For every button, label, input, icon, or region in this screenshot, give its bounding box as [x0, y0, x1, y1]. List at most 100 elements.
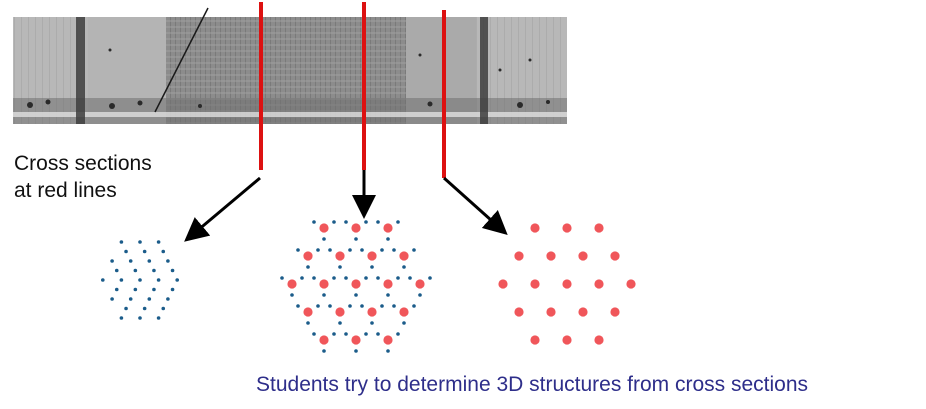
cross-section-caption: Cross sections at red lines [14, 150, 214, 204]
thin-filament-dot [408, 276, 412, 280]
thin-filament-dot [360, 304, 364, 308]
thin-filament-dot [370, 321, 374, 325]
thin-filament-dot [380, 304, 384, 308]
thin-filament-dot [322, 237, 326, 241]
thick-filament-dot [610, 251, 620, 261]
arrow-icon [442, 176, 508, 236]
thin-filament-dot [128, 259, 133, 263]
thin-filament-dot [338, 265, 342, 269]
thin-filament-dot [312, 220, 316, 224]
thin-filament-dot [316, 248, 320, 252]
thick-filament-dot [546, 251, 556, 261]
thin-filament-dot [344, 332, 348, 336]
thick-filament-dot [514, 307, 524, 317]
thin-filament-dot [147, 297, 152, 301]
thin-filament-dot [370, 265, 374, 269]
thick-filament-dot [514, 251, 524, 261]
thick-filament-dot [399, 251, 409, 261]
thick-filament-dot [594, 335, 604, 345]
cross-section-thin-filaments [101, 240, 179, 320]
thin-filament-dot [296, 304, 300, 308]
thin-filament-dot [296, 248, 300, 252]
thin-filament-dot [156, 240, 161, 244]
arrows [184, 170, 508, 242]
thick-filament-dot [367, 251, 377, 261]
thin-filament-dot [328, 248, 332, 252]
thick-filament-dot [383, 223, 393, 233]
thick-filament-dot [383, 335, 393, 345]
thin-filament-dot [328, 304, 332, 308]
thick-filament-dot [303, 307, 313, 317]
thick-filament-dot [351, 335, 361, 345]
thin-filament-dot [124, 249, 128, 254]
thick-filament-dot [335, 307, 345, 317]
thick-filament-dot [530, 335, 540, 345]
thin-filament-dot [110, 297, 114, 301]
caption-line-1: Cross sections [14, 152, 152, 175]
thin-filament-dot [128, 297, 133, 301]
thin-filament-dot [392, 304, 396, 308]
thin-filament-dot [364, 220, 368, 224]
thin-filament-dot [418, 293, 422, 297]
thin-filament-dot [152, 268, 156, 273]
thin-filament-dot [322, 293, 326, 297]
thin-filament-dot [101, 278, 105, 282]
thin-filament-dot [110, 259, 114, 263]
thin-filament-dot [119, 316, 124, 320]
thin-filament-dot [119, 240, 124, 244]
thin-filament-dot [402, 321, 406, 325]
thin-filament-dot [386, 293, 390, 297]
thick-filament-dot [399, 307, 409, 317]
thick-filament-dot [319, 335, 329, 345]
thin-filament-dot [402, 265, 406, 269]
thick-filament-dot [367, 307, 377, 317]
thin-filament-dot [166, 297, 170, 301]
thick-filament-dot [415, 279, 425, 289]
thin-filament-dot [396, 332, 400, 336]
thin-filament-dot [376, 220, 380, 224]
thin-filament-dot [156, 316, 161, 320]
thin-filament-dot [300, 276, 304, 280]
thick-filament-dot [530, 279, 540, 289]
thin-filament-dot [138, 240, 142, 244]
thin-filament-dot [138, 316, 142, 320]
thin-filament-dot [354, 293, 358, 297]
thin-filament-dot [156, 278, 161, 282]
thin-filament-dot [364, 276, 368, 280]
thin-filament-dot [396, 276, 400, 280]
thin-filament-dot [332, 332, 336, 336]
cross-section-overlap [280, 220, 432, 353]
sarcomere-micrograph [13, 7, 567, 124]
thin-filament-dot [161, 306, 166, 311]
thin-filament-dot [290, 293, 294, 297]
thin-filament-dot [354, 349, 358, 353]
thin-filament-dot [348, 304, 352, 308]
caption-line-2: at red lines [14, 179, 117, 202]
thick-filament-dot [546, 307, 556, 317]
thin-filament-dot [364, 332, 368, 336]
thick-filament-dot [303, 251, 313, 261]
thick-filament-dot [562, 335, 572, 345]
thin-filament-dot [170, 268, 175, 273]
footer-text: Students try to determine 3D structures … [256, 373, 809, 396]
thin-filament-dot [322, 349, 326, 353]
thin-filament-dot [133, 287, 138, 292]
thin-filament-dot [344, 220, 348, 224]
thin-filament-dot [386, 349, 390, 353]
thin-filament-dot [392, 248, 396, 252]
thick-filament-dot [319, 223, 329, 233]
thin-filament-dot [396, 220, 400, 224]
thick-filament-dot [594, 223, 604, 233]
thin-filament-dot [412, 248, 416, 252]
thin-filament-dot [312, 332, 316, 336]
thick-filament-dot [319, 279, 329, 289]
thick-filament-dot [383, 279, 393, 289]
thin-filament-dot [133, 268, 138, 273]
thin-filament-dot [338, 321, 342, 325]
thin-filament-dot [428, 276, 432, 280]
thin-filament-dot [380, 248, 384, 252]
thin-filament-dot [161, 249, 166, 254]
thin-filament-dot [142, 306, 147, 311]
thick-filament-dot [594, 279, 604, 289]
